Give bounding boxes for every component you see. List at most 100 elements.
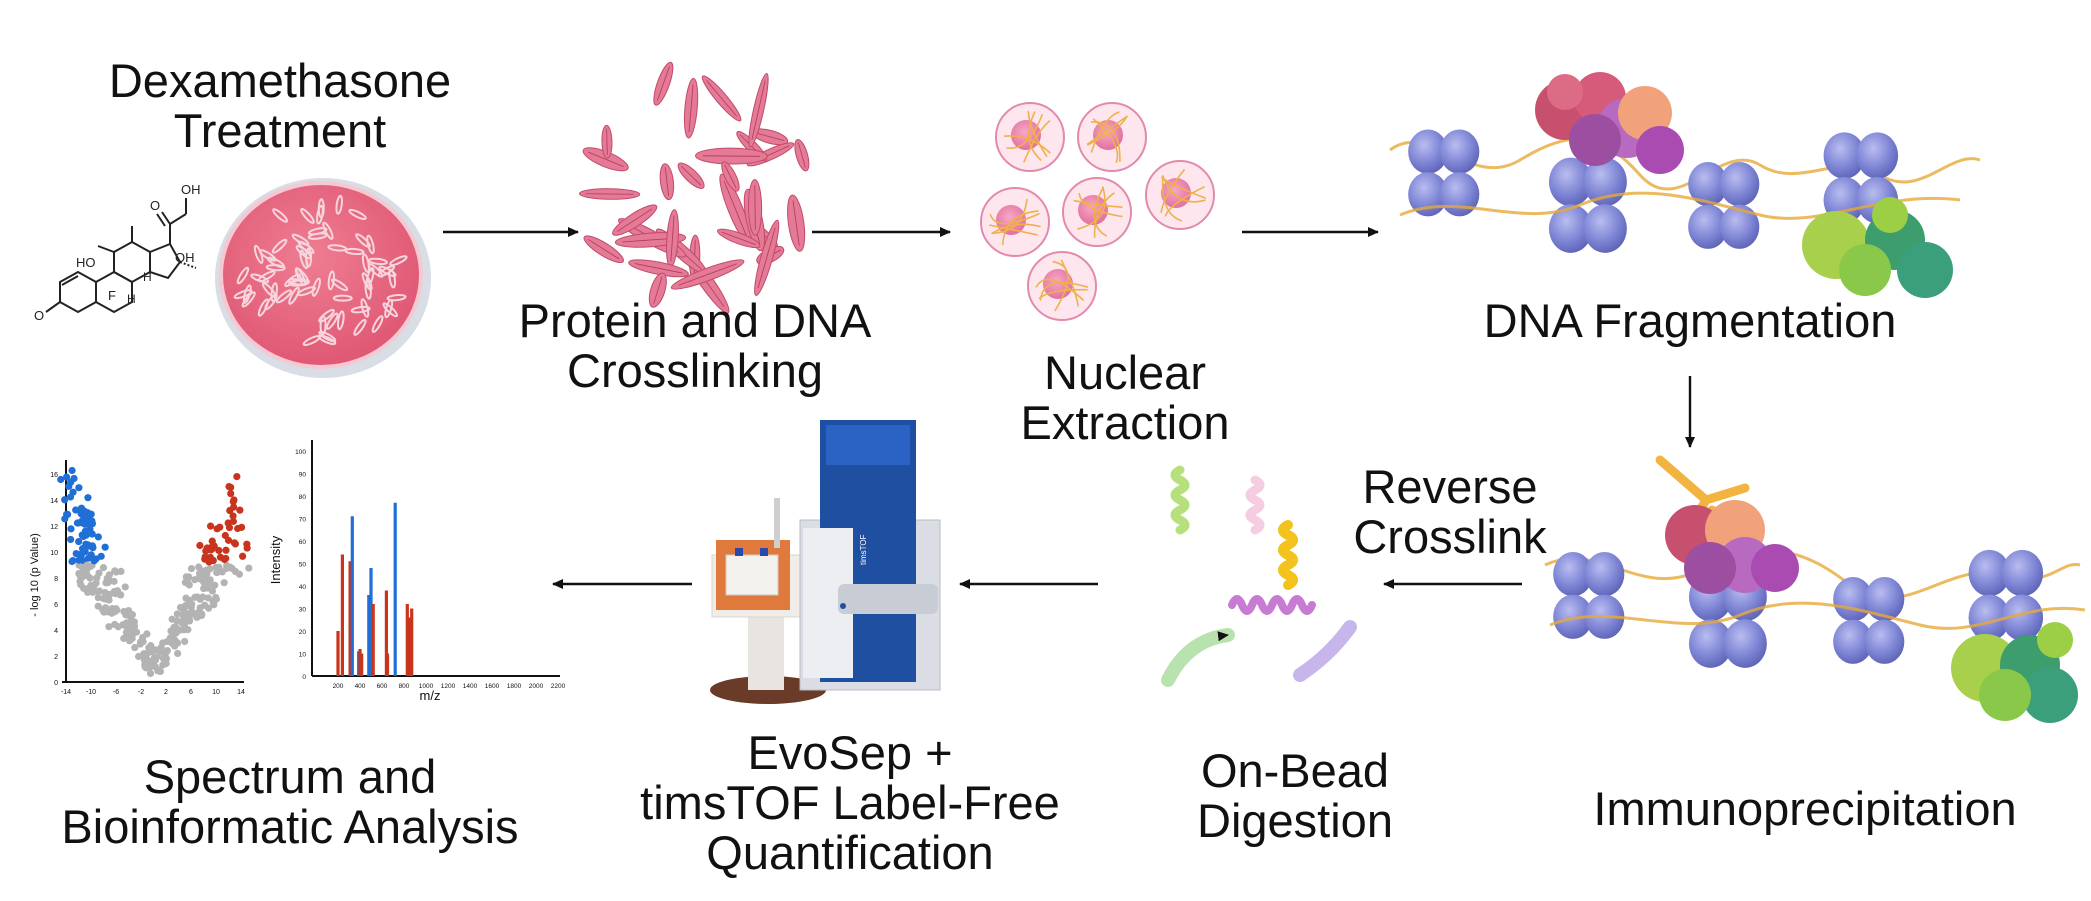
spectrum-x-tick: 1400 [463,683,478,690]
spectrum-peak [410,609,413,677]
volcano-point [82,532,89,539]
dexamethasone-structure: OH OH HO O O F H H [34,182,201,323]
volcano-point [231,539,238,546]
volcano-point [84,494,91,501]
volcano-point [182,579,189,586]
volcano-point [69,489,76,496]
volcano-point [95,594,102,601]
spectrum-y-tick: 90 [299,472,307,479]
volcano-point [222,547,229,554]
volcano-point [184,626,191,633]
spectrum-x-tick: 2200 [551,683,566,690]
label-spectrum-bioinformatic-analysis: Spectrum and Bioinformatic Analysis [30,752,550,852]
volcano-x-tick: -6 [113,689,119,696]
volcano-point [174,650,181,657]
volcano-point [140,638,147,645]
spectrum-y-tick: 0 [302,674,306,681]
label-dna-fragmentation: DNA Fragmentation [1440,296,1940,346]
volcano-point [93,574,100,581]
volcano-point [146,664,153,671]
volcano-point [75,519,82,526]
volcano-point [98,553,105,560]
spectrum-x-tick: 1800 [507,683,522,690]
spectrum-x-tick: 1000 [419,683,434,690]
volcano-point [72,506,79,513]
volcano-point [133,628,140,635]
volcano-x-tick: 10 [212,689,220,696]
ms-line2: timsTOF Label-Free [610,778,1090,828]
spectrum-ylabel: Intensity [268,535,283,584]
spectrum-peak [394,503,397,676]
volcano-point [147,670,154,677]
nucleus [1063,178,1131,246]
crosslinked-cell [792,138,812,172]
spectrum-x-tick: 1600 [485,683,500,690]
label-immunoprecipitation: Immunoprecipitation [1560,784,2050,834]
volcano-point [225,519,232,526]
crosslink-line1: Protein and DNA [480,296,910,346]
spectrum-xlabel: m/z [420,688,441,703]
volcano-point [212,564,219,571]
volcano-point [202,547,209,554]
spectrum-y-tick: 20 [299,629,307,636]
nucleus [1028,252,1096,320]
digest-line2: Digestion [1160,796,1430,846]
volcano-point [111,607,118,614]
volcano-y-tick: 10 [50,550,58,557]
spectrum-peak [360,654,363,677]
nuclear-line2: Extraction [990,398,1260,448]
spectrum-x-tick: 1200 [441,683,456,690]
spectrum-x-tick: 600 [377,683,388,690]
label-evosep-timstof: EvoSep + timsTOF Label-Free Quantificati… [610,728,1090,878]
label-protein-dna-crosslinking: Protein and DNA Crosslinking [480,296,910,396]
reverse-line2: Crosslink [1330,512,1570,562]
digest-line1: On-Bead [1160,746,1430,796]
volcano-point [95,603,102,610]
volcano-point [238,524,245,531]
volcano-point [164,638,171,645]
volcano-point [243,541,250,548]
protein-complex-3 [1665,500,1799,594]
spectrum-peak [351,516,354,676]
spectrum-x-tick: 800 [399,683,410,690]
volcano-point [81,520,88,527]
volcano-point [229,512,236,519]
volcano-point [215,547,222,554]
volcano-point [75,484,82,491]
volcano-point [174,610,181,617]
spectrum-peak [372,604,375,676]
molecule-o-ring: O [34,308,44,323]
crosslinked-cell [699,73,745,125]
volcano-point [181,638,188,645]
molecule-o-ketone: O [150,198,160,213]
volcano-point [216,524,223,531]
crosslinked-cell [748,180,762,236]
volcano-x-tick: 2 [164,689,168,696]
volcano-point [209,587,216,594]
volcano-point [183,610,190,617]
volcano-x-tick: -10 [86,689,96,696]
volcano-point [236,507,243,514]
volcano-point [143,630,150,637]
volcano-point [145,644,152,651]
volcano-point [65,483,72,490]
volcano-point [100,564,107,571]
volcano-point [75,538,82,545]
volcano-point [198,611,205,618]
volcano-point [87,575,94,582]
volcano-point [87,582,94,589]
nucleus [1146,161,1214,229]
volcano-point [197,604,204,611]
volcano-point [210,557,217,564]
volcano-point [227,490,234,497]
molecule-h-2: H [127,292,136,306]
volcano-point [82,548,89,555]
volcano-point [163,655,170,662]
dex-line1: Dexamethasone [60,56,500,106]
volcano-point [88,511,95,518]
volcano-point [115,623,122,630]
volcano-point [222,532,229,539]
crosslinked-cell [785,194,808,252]
nuclear-line1: Nuclear [990,348,1260,398]
crosslinked-cell [579,188,639,199]
